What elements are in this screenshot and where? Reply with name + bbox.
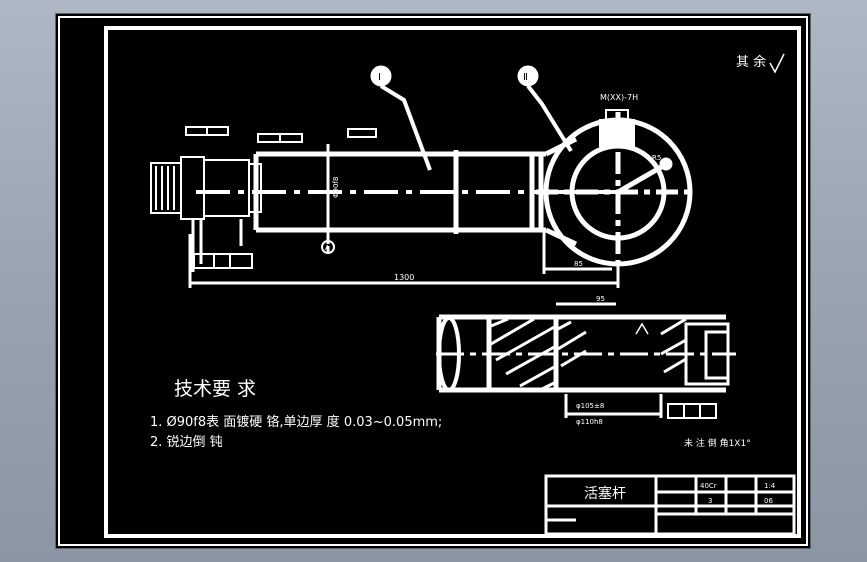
- sheet-cell: 06: [764, 497, 773, 505]
- section-hatch: [490, 317, 687, 391]
- title-block: [544, 474, 796, 536]
- inner-border: [104, 26, 801, 538]
- detail-label-1: Ⅰ: [378, 72, 381, 83]
- detail-callout-2: [517, 65, 539, 87]
- view-a-marker: A: [325, 244, 330, 252]
- scale-cell: 1:4: [764, 482, 776, 490]
- outer-border: [58, 16, 808, 546]
- tech-requirement-2: 2. 锐边倒 钝: [150, 435, 223, 450]
- offset-95-dimension: 95: [596, 295, 605, 303]
- leader-lines: [379, 84, 573, 171]
- thread-end: [150, 156, 262, 220]
- rod-diameter-label: Φ90f8: [332, 177, 340, 198]
- tolerance-frames: [185, 126, 377, 269]
- tech-requirement-1: 1. Ø90f8表 面镀硬 铬,单边厚 度 0.03~0.05mm;: [150, 414, 442, 430]
- tech-requirements-heading: 技术要 求: [174, 378, 256, 400]
- tolerance-1-label: φ105±8: [576, 402, 604, 410]
- tolerance-2-label: φ110h8: [576, 418, 603, 426]
- detail-label-2: Ⅱ: [523, 72, 528, 83]
- part-name: 活塞杆: [584, 485, 626, 502]
- radius-dimension: R5: [652, 154, 661, 162]
- roughness-note: 其 余: [736, 54, 766, 70]
- roughness-symbol: [769, 53, 785, 74]
- chamfer-note: 未 注 倒 角1X1°: [684, 437, 751, 449]
- length-dimension: 1300: [394, 273, 414, 282]
- rod-break: [437, 316, 461, 392]
- offset-85-dimension: 85: [574, 260, 583, 268]
- material-cell: 40Cr: [700, 482, 717, 490]
- cad-sheet[interactable]: 其 余 M(XX)-7H Ⅰ Ⅱ 1300 85 R5 A Φ90f8 95 φ…: [56, 14, 810, 548]
- quantity-cell: 3: [708, 497, 712, 505]
- oil-port: [599, 119, 635, 147]
- drawing-frame: 其 余 M(XX)-7H Ⅰ Ⅱ 1300 85 R5 A Φ90f8 95 φ…: [56, 14, 810, 548]
- dimension-lines: [188, 144, 620, 288]
- detail-callout-1: [370, 65, 392, 87]
- eye-hole-label: M(XX)-7H: [600, 93, 638, 102]
